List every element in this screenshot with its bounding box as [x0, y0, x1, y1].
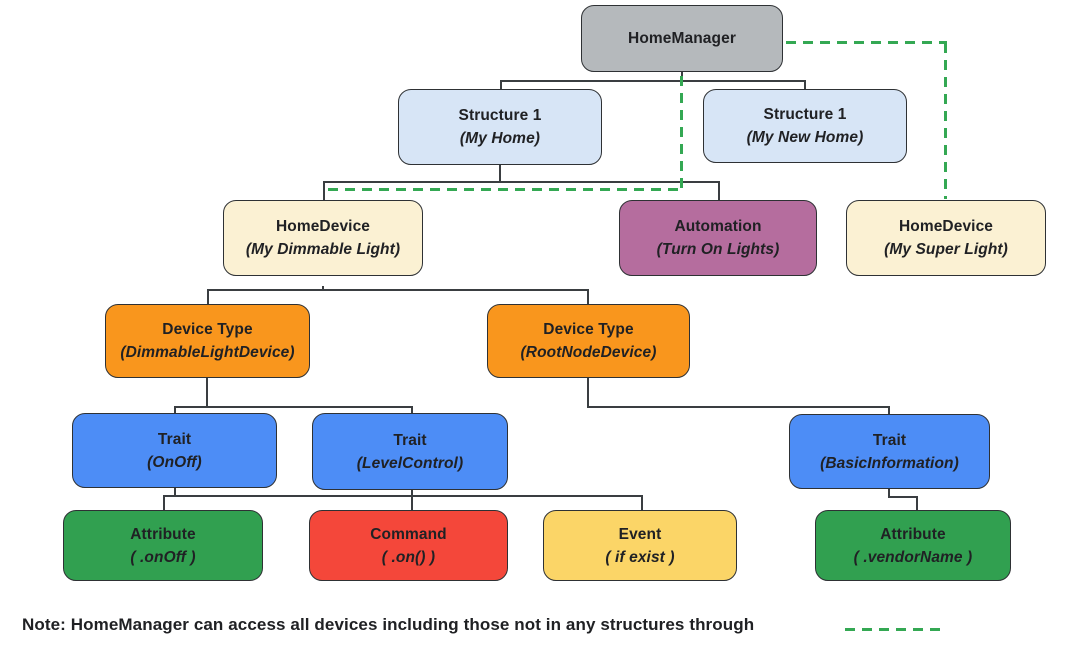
- node-devicetype-rootnode[interactable]: Device Type (RootNodeDevice): [487, 304, 690, 378]
- connector-line: [500, 80, 806, 82]
- node-title: Structure 1: [763, 106, 847, 123]
- connector-line: [804, 80, 806, 90]
- node-subtitle: ( .on() ): [381, 548, 436, 566]
- connector-line: [206, 378, 208, 407]
- connector-line: [323, 181, 325, 200]
- node-attribute-vendorname[interactable]: Attribute ( .vendorName ): [815, 510, 1011, 581]
- node-devicetype-dimmable[interactable]: Device Type (DimmableLightDevice): [105, 304, 310, 378]
- connector-line: [163, 495, 165, 510]
- node-title: Trait: [157, 430, 192, 448]
- node-subtitle: ( if exist ): [605, 548, 675, 566]
- node-homedevice-dimmable[interactable]: HomeDevice (My Dimmable Light): [223, 200, 423, 276]
- green-dashed-line: [944, 43, 947, 199]
- node-title: Command: [370, 525, 447, 543]
- node-command-on[interactable]: Command ( .on() ): [309, 510, 508, 581]
- connector-line: [641, 495, 643, 510]
- node-homedevice-super[interactable]: HomeDevice (My Super Light): [846, 200, 1046, 276]
- green-dashed-line: [328, 188, 681, 191]
- connector-line: [718, 181, 720, 200]
- node-subtitle: (BasicInformation): [820, 454, 959, 472]
- connector-line: [499, 165, 501, 181]
- connector-line: [916, 496, 918, 510]
- node-subtitle: (OnOff): [147, 453, 202, 471]
- node-title: Event: [618, 525, 662, 543]
- node-title: Device Type: [162, 321, 253, 338]
- green-dashed-legend: [845, 628, 945, 631]
- node-subtitle: (LevelControl): [356, 454, 464, 472]
- node-title: Structure 1: [458, 107, 542, 124]
- connector-line: [174, 406, 413, 408]
- connector-line: [411, 406, 413, 413]
- node-trait-onoff[interactable]: Trait (OnOff): [72, 413, 277, 488]
- node-trait-basicinfo[interactable]: Trait (BasicInformation): [789, 414, 990, 489]
- connector-line: [323, 181, 720, 183]
- connector-line: [587, 378, 589, 407]
- node-subtitle: (RootNodeDevice): [520, 344, 657, 361]
- node-subtitle: (My Dimmable Light): [245, 241, 401, 258]
- node-subtitle: (Turn On Lights): [656, 241, 780, 258]
- node-subtitle: ( .onOff ): [130, 548, 196, 566]
- green-dashed-line: [680, 76, 683, 190]
- connector-line: [500, 80, 502, 90]
- node-event-ifexist[interactable]: Event ( if exist ): [543, 510, 737, 581]
- connector-line: [174, 406, 176, 413]
- footnote: Note: HomeManager can access all devices…: [22, 615, 755, 634]
- node-automation[interactable]: Automation (Turn On Lights): [619, 200, 817, 276]
- node-home-manager[interactable]: HomeManager: [581, 5, 783, 72]
- node-title: Device Type: [543, 321, 634, 338]
- connector-line: [888, 489, 890, 498]
- node-trait-levelcontrol[interactable]: Trait (LevelControl): [312, 413, 508, 490]
- node-attribute-onoff[interactable]: Attribute ( .onOff ): [63, 510, 263, 581]
- connector-line: [207, 289, 209, 304]
- node-structure-my-new-home[interactable]: Structure 1 (My New Home): [703, 89, 907, 163]
- node-subtitle: (My Home): [459, 130, 541, 147]
- connector-line: [322, 286, 324, 291]
- node-subtitle: (My New Home): [746, 129, 864, 146]
- node-title: HomeManager: [628, 30, 736, 47]
- green-dashed-line: [786, 41, 947, 44]
- node-title: Automation: [674, 218, 762, 235]
- node-subtitle: (My Super Light): [884, 241, 1008, 258]
- connector-line: [888, 406, 890, 414]
- connector-line: [174, 488, 176, 496]
- node-subtitle: (DimmableLightDevice): [120, 344, 295, 361]
- node-title: Attribute: [880, 525, 946, 543]
- node-title: Attribute: [130, 525, 196, 543]
- node-subtitle: ( .vendorName ): [853, 548, 973, 566]
- node-title: Trait: [872, 431, 907, 449]
- node-title: HomeDevice: [275, 218, 371, 235]
- connector-line: [587, 289, 589, 304]
- connector-line: [411, 490, 413, 496]
- connector-line: [587, 406, 890, 408]
- node-title: HomeDevice: [898, 218, 994, 235]
- connector-line: [888, 496, 918, 498]
- node-title: Trait: [393, 431, 427, 449]
- connector-line: [411, 495, 413, 510]
- connector-line: [207, 289, 588, 291]
- connector-line: [163, 495, 643, 497]
- node-structure-my-home[interactable]: Structure 1 (My Home): [398, 89, 602, 165]
